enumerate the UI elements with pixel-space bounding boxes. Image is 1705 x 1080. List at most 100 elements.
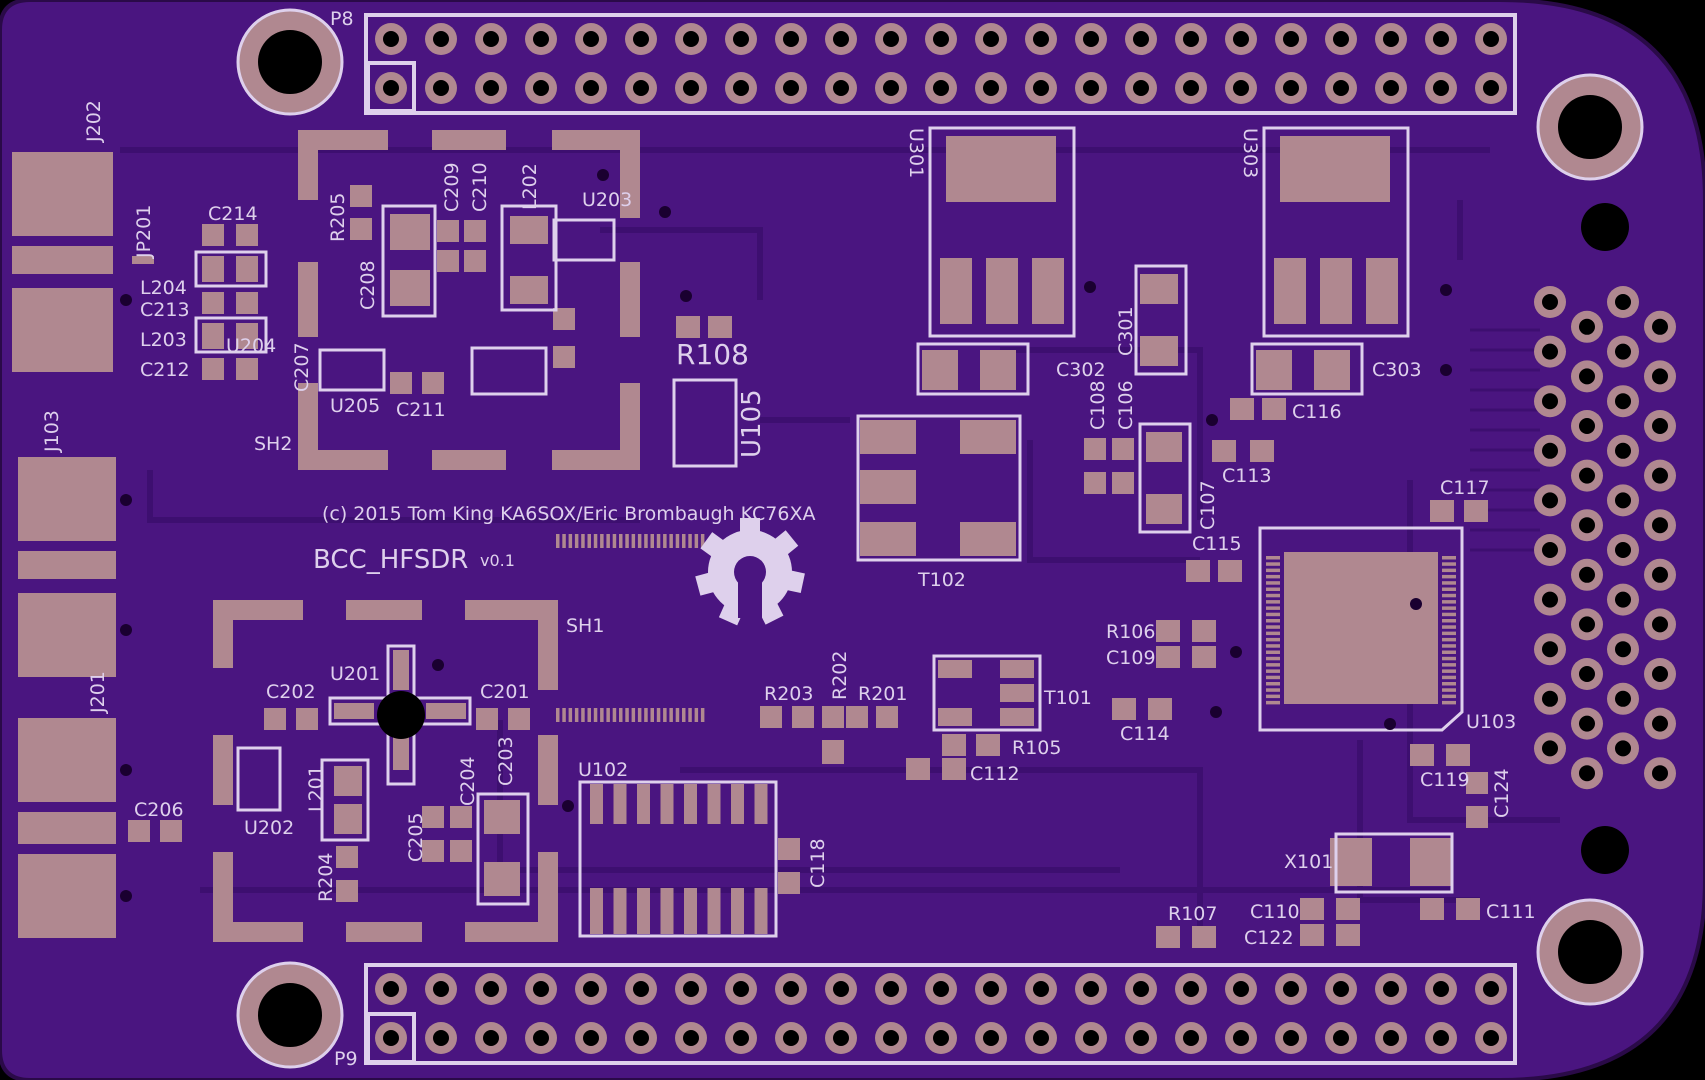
qfp-pin xyxy=(1442,644,1456,648)
label-l201: L201 xyxy=(305,765,327,812)
header-pin xyxy=(775,72,807,104)
qfp-pin xyxy=(612,534,617,548)
qfp-pin xyxy=(600,708,604,722)
soic-pin xyxy=(731,784,744,824)
header-pin xyxy=(1325,23,1357,55)
header-pin xyxy=(1375,973,1407,1005)
header-pin xyxy=(525,973,557,1005)
open-source-hardware-gear-icon xyxy=(695,518,805,626)
header-pin xyxy=(775,973,807,1005)
header-pin xyxy=(1375,72,1407,104)
header-pin xyxy=(1225,1022,1257,1054)
qfp-pin xyxy=(1442,688,1456,692)
qfp-pin xyxy=(606,708,610,722)
qfp-pin xyxy=(688,534,692,548)
header-pin xyxy=(475,23,507,55)
header-pin xyxy=(525,1022,557,1054)
expansion-pin xyxy=(1644,459,1676,492)
header-pin xyxy=(1225,23,1257,55)
soic-pin xyxy=(684,888,697,934)
qfp-pin xyxy=(637,708,642,722)
qfp-pin xyxy=(1266,587,1280,591)
qfp-pin xyxy=(1442,562,1456,566)
label-c118: C118 xyxy=(807,838,829,888)
qfp-pin xyxy=(574,708,579,722)
header-pin xyxy=(1325,973,1357,1005)
expansion-pin xyxy=(1607,682,1639,715)
qfp-pin xyxy=(612,708,617,722)
qfp-pin xyxy=(1266,593,1280,598)
soic-pin xyxy=(660,784,674,824)
qfp-pin xyxy=(1442,593,1456,598)
header-pin xyxy=(925,23,957,55)
qfp-pin xyxy=(619,708,623,722)
expansion-pin xyxy=(1534,286,1566,318)
expansion-pin xyxy=(1644,410,1676,442)
qfp-pin xyxy=(675,534,680,548)
header-pin xyxy=(575,1022,607,1054)
header-pin xyxy=(625,1022,657,1054)
label-p8: P8 xyxy=(330,8,354,30)
label-c202: C202 xyxy=(266,681,316,703)
label-r204: R204 xyxy=(315,853,337,902)
label-u102: U102 xyxy=(578,759,628,781)
qfp-pin xyxy=(644,534,648,548)
label-l202: L202 xyxy=(519,163,541,210)
header-pin xyxy=(575,72,607,104)
label-u301: U301 xyxy=(905,128,927,178)
qfp-pin xyxy=(663,534,667,548)
qfp-pin xyxy=(593,708,598,722)
expansion-pin xyxy=(1607,583,1639,616)
header-pin xyxy=(1275,973,1307,1005)
qfp-pin xyxy=(1266,581,1280,585)
label-c205: C205 xyxy=(405,812,427,862)
header-pin xyxy=(1075,1022,1107,1054)
header-pin xyxy=(1125,72,1157,104)
label-sh1: SH1 xyxy=(566,615,604,637)
expansion-pin xyxy=(1571,509,1603,542)
qfp-pin xyxy=(587,534,591,548)
header-pin xyxy=(925,973,957,1005)
header-pin xyxy=(975,973,1007,1005)
soic-pin xyxy=(707,784,721,824)
expansion-pin xyxy=(1607,534,1639,566)
qfp-pin xyxy=(650,708,654,722)
qfp-pin xyxy=(1266,556,1280,560)
qfp-pin xyxy=(556,708,560,722)
expansion-pin xyxy=(1534,385,1566,418)
expansion-connector xyxy=(1534,286,1676,790)
board-credit: (c) 2015 Tom King KA6SOX/Eric Brombaugh … xyxy=(322,503,815,525)
qfp-pin xyxy=(656,708,661,722)
qfp-pin xyxy=(1442,619,1456,623)
qfp-pin xyxy=(669,708,673,722)
header-pin xyxy=(975,72,1007,104)
shield-sh2 xyxy=(298,130,640,470)
board-version: v0.1 xyxy=(480,551,515,570)
qfp-pin xyxy=(1442,700,1456,705)
expansion-pin xyxy=(1571,608,1603,641)
qfp-pin xyxy=(637,534,642,548)
qfp-pin xyxy=(562,534,566,548)
qfp-pin xyxy=(1442,669,1456,673)
bus-traces xyxy=(1470,328,1540,552)
label-c214: C214 xyxy=(208,203,258,225)
label-l203: L203 xyxy=(140,329,187,351)
label-u202: U202 xyxy=(244,817,294,839)
label-u203: U203 xyxy=(582,189,632,211)
header-pin xyxy=(425,973,457,1005)
expansion-pin xyxy=(1534,534,1566,566)
qfp-pin xyxy=(682,534,686,548)
label-c212: C212 xyxy=(140,359,190,381)
header-pin xyxy=(375,72,407,104)
qfp-pin xyxy=(625,534,629,548)
qfp-pin xyxy=(700,708,705,722)
label-jp201: JP201 xyxy=(133,205,155,259)
soic-pin xyxy=(731,888,744,934)
header-pin xyxy=(1025,1022,1057,1054)
qfp-pin xyxy=(1442,663,1456,667)
header-pin xyxy=(1275,1022,1307,1054)
header-pin xyxy=(1475,973,1507,1005)
soic-pin xyxy=(590,888,603,934)
label-c107: C107 xyxy=(1197,480,1219,530)
